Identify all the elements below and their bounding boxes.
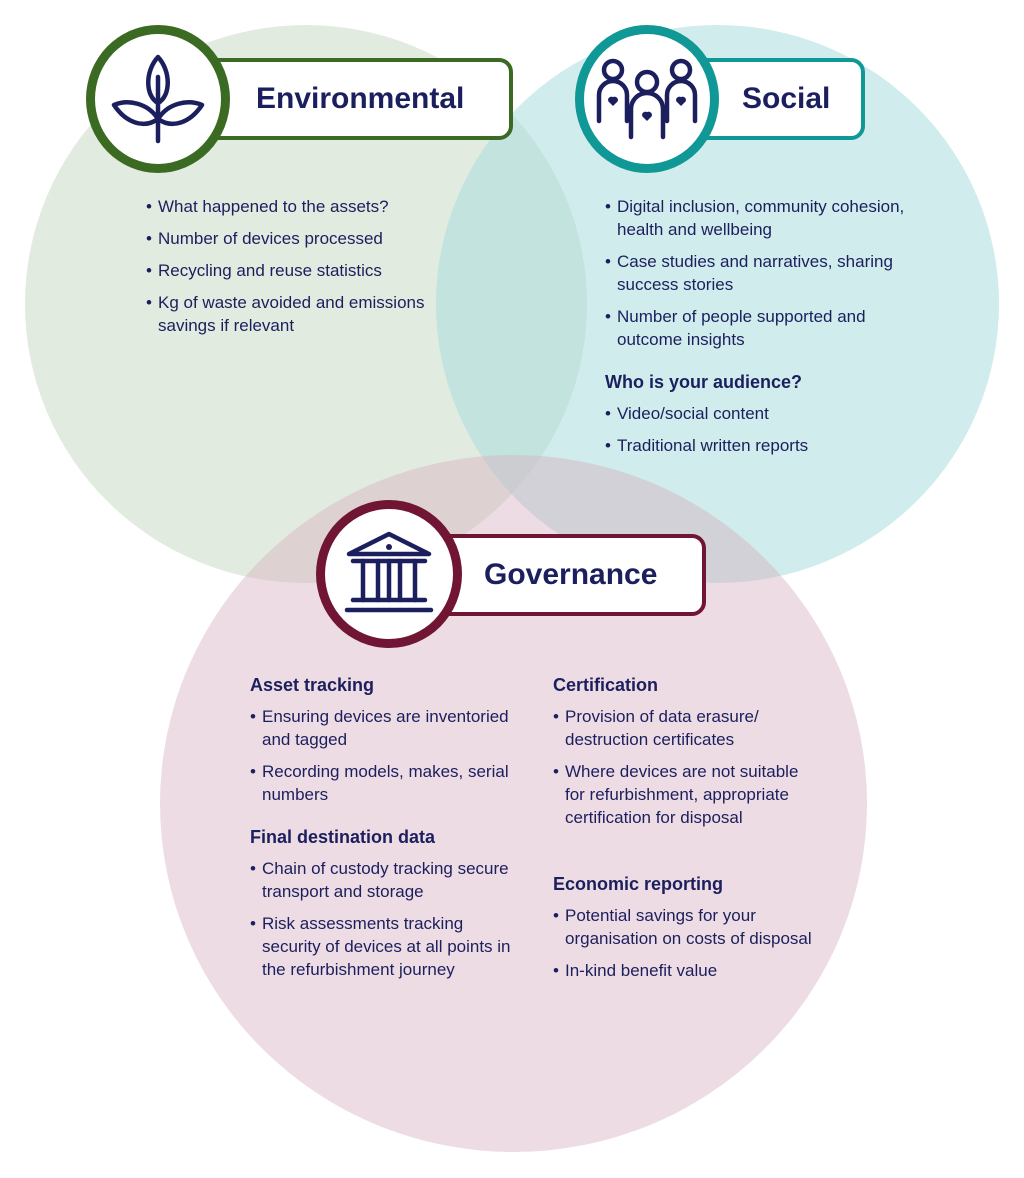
governance-title: Governance — [484, 558, 658, 591]
list-item: Provision of data erasure/ destruction c… — [553, 705, 813, 751]
list-item: Number of people supported and outcome i… — [605, 305, 905, 351]
plant-sprout-icon — [111, 54, 205, 144]
certification-section: Certification Provision of data erasure/… — [553, 673, 813, 838]
institution-building-icon — [344, 531, 434, 613]
environmental-title-box: Environmental — [200, 58, 513, 140]
governance-badge — [316, 500, 462, 648]
governance-title-box: Governance — [410, 534, 706, 616]
list-item: Video/social content — [605, 402, 905, 425]
list-item: Ensuring devices are inventoried and tag… — [250, 705, 525, 751]
environmental-title: Environmental — [256, 82, 465, 115]
economic-reporting-section: Economic reporting Potential savings for… — [553, 872, 813, 991]
social-title: Social — [742, 82, 831, 115]
audience-heading: Who is your audience? — [605, 372, 803, 392]
list-item: In-kind benefit value — [553, 959, 813, 982]
environmental-badge — [86, 25, 230, 173]
economic-reporting-heading: Economic reporting — [553, 874, 724, 894]
certification-heading: Certification — [553, 675, 659, 695]
list-item: What happened to the assets? — [146, 195, 446, 218]
list-item: Kg of waste avoided and emissions saving… — [146, 291, 446, 337]
list-item: Digital inclusion, community cohesion, h… — [605, 195, 905, 241]
list-item: Recycling and reuse statistics — [146, 259, 446, 282]
list-item: Where devices are not suitable for refur… — [553, 760, 813, 829]
social-list: Digital inclusion, community cohesion, h… — [605, 195, 905, 360]
asset-tracking-heading: Asset tracking — [250, 675, 375, 695]
list-item: Recording models, makes, serial numbers — [250, 760, 525, 806]
social-badge — [575, 25, 719, 173]
list-item: Traditional written reports — [605, 434, 905, 457]
list-item: Risk assessments tracking security of de… — [250, 912, 525, 981]
list-item: Chain of custody tracking secure transpo… — [250, 857, 525, 903]
final-destination-section: Final destination data Chain of custody … — [250, 825, 525, 990]
environmental-list: What happened to the assets? Number of d… — [146, 195, 446, 346]
asset-tracking-section: Asset tracking Ensuring devices are inve… — [250, 673, 525, 815]
list-item: Case studies and narratives, sharing suc… — [605, 250, 905, 296]
final-destination-heading: Final destination data — [250, 827, 436, 847]
social-audience-section: Who is your audience? Video/social conte… — [605, 370, 905, 466]
people-hearts-icon — [596, 58, 698, 140]
list-item: Number of devices processed — [146, 227, 446, 250]
list-item: Potential savings for your organisation … — [553, 904, 813, 950]
